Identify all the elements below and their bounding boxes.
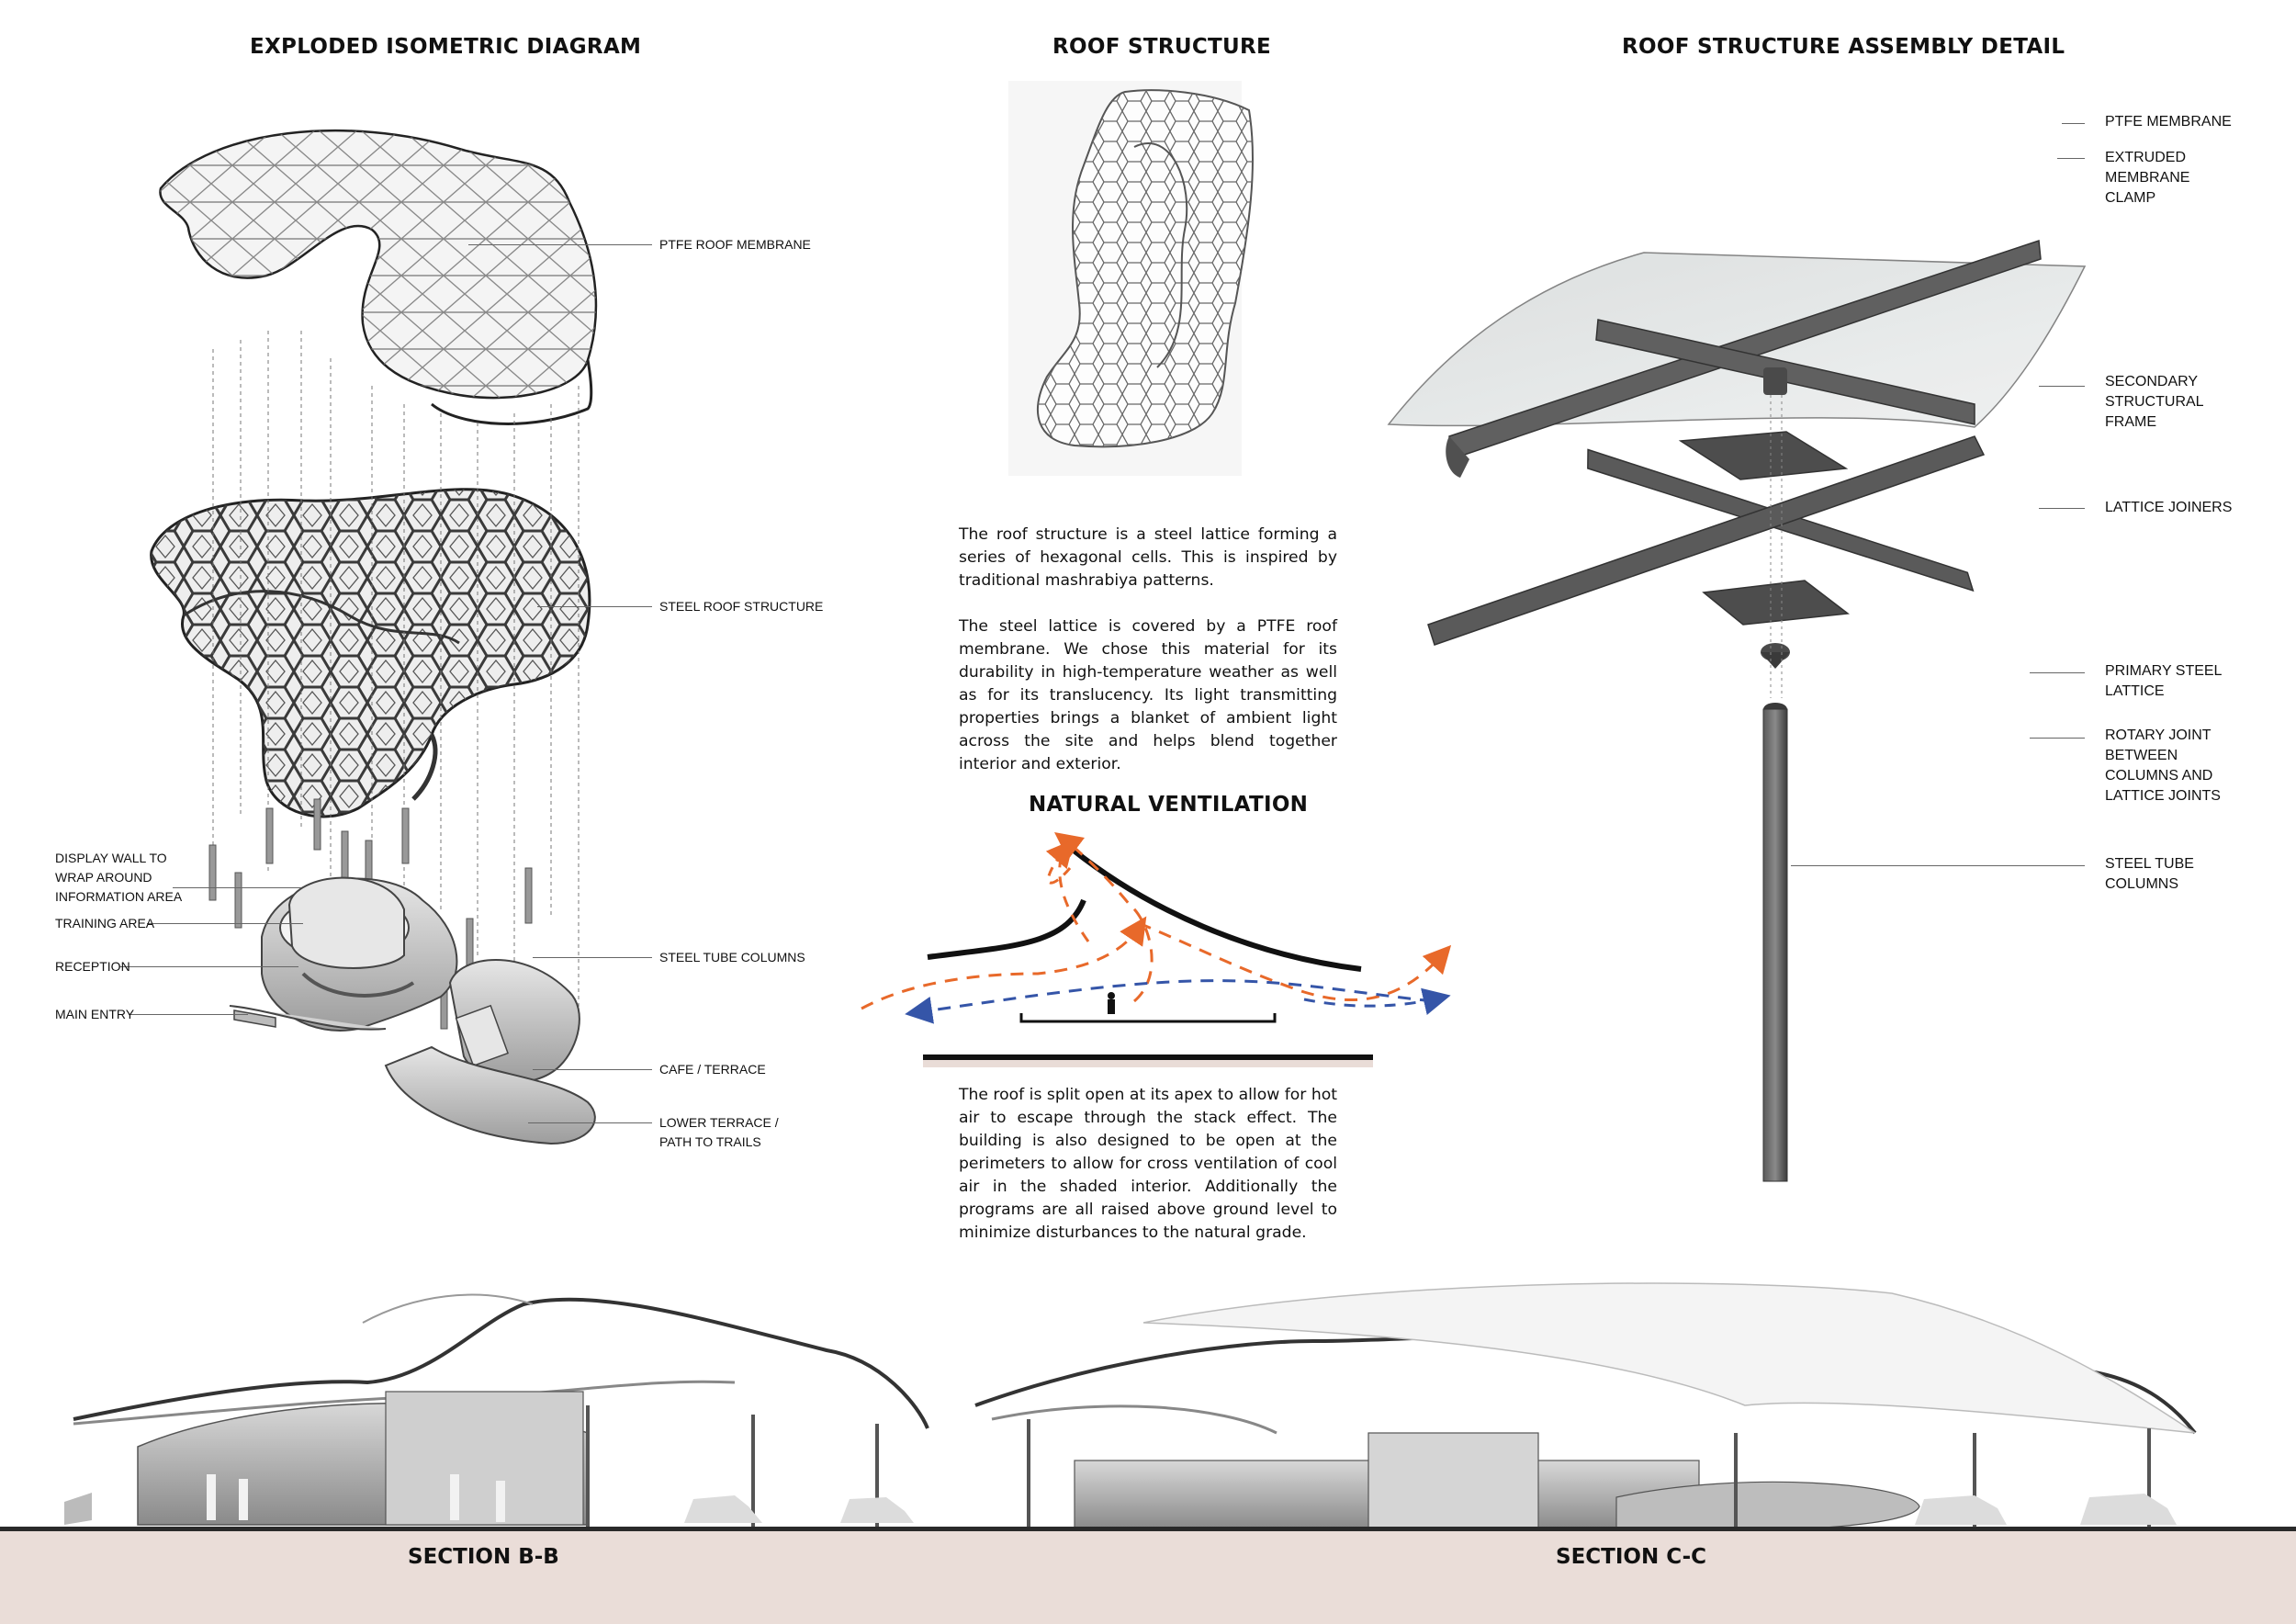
leader-display-wall: [173, 887, 301, 888]
leader-training: [147, 923, 303, 924]
roof-structure-paragraph-1: The roof structure is a steel lattice fo…: [959, 525, 1337, 590]
leader-lattice-joiners: [2039, 508, 2085, 509]
label-steel-roof-structure: STEEL ROOF STRUCTURE: [659, 599, 824, 614]
steel-roof-structure-drawing: [150, 488, 591, 818]
label-ptfe-roof-membrane: PTFE ROOF MEMBRANE: [659, 237, 811, 252]
label-training-area: TRAINING AREA: [55, 916, 155, 930]
label-reception: RECEPTION: [55, 959, 130, 974]
label-steel-tube-columns: STEEL TUBE COLUMNS: [659, 950, 805, 964]
ventilation-title: NATURAL VENTILATION: [1029, 793, 1309, 817]
leader-rotary-joint: [2030, 738, 2085, 739]
roof-structure-paragraph-2: The steel lattice is covered by a PTFE r…: [959, 617, 1337, 773]
label-rotary-joint: ROTARY JOINT BETWEEN COLUMNS AND LATTICE…: [2105, 727, 2221, 804]
section-b-title: SECTION B-B: [408, 1545, 559, 1569]
leader-lower-terrace: [528, 1122, 652, 1123]
roof-structure-title: ROOF STRUCTURE: [1052, 35, 1272, 59]
section-c-title: SECTION C-C: [1556, 1545, 1707, 1569]
ptfe-roof-membrane-drawing: [159, 129, 598, 425]
roof-structure-plan: [1008, 81, 1255, 476]
section-c-drawing: [974, 1282, 2197, 1532]
ventilation-diagram: [861, 831, 1452, 1067]
leader-cafe: [533, 1069, 652, 1070]
label-display-wall: DISPLAY WALL TO WRAP AROUND INFORMATION …: [55, 851, 183, 904]
label-primary-lattice: PRIMARY STEEL LATTICE: [2105, 663, 2223, 699]
leader-main-entry: [129, 1014, 248, 1015]
leader-extruded-clamp: [2057, 158, 2085, 159]
assembly-drawing: [1387, 239, 2087, 1182]
ground-line: [0, 1527, 2296, 1532]
ventilation-paragraph: The roof is split open at its apex to al…: [959, 1086, 1337, 1242]
label-secondary-frame: SECONDARY STRUCTURAL FRAME: [2105, 374, 2204, 430]
ground-band: [0, 1531, 2296, 1624]
exploded-floors: [229, 876, 596, 1145]
person-figure: [1108, 992, 1115, 1014]
leader-ptfe-membrane: [2062, 123, 2085, 124]
label-lattice-joiners: LATTICE JOINERS: [2105, 500, 2233, 515]
label-main-entry: MAIN ENTRY: [55, 1007, 135, 1021]
leader-secondary-frame: [2039, 386, 2085, 387]
section-b-drawing: [64, 1293, 929, 1527]
leader-steel-tube: [1791, 865, 2085, 866]
exploded-columns: [208, 798, 533, 1030]
leader-reception: [119, 966, 298, 967]
leader-ptfe-roof: [468, 244, 652, 245]
leader-primary-lattice: [2030, 672, 2085, 673]
exploded-diagram-title: EXPLODED ISOMETRIC DIAGRAM: [250, 35, 642, 59]
label-ptfe-membrane: PTFE MEMBRANE: [2105, 114, 2232, 130]
leader-steel-roof: [537, 606, 652, 607]
label-lower-terrace: LOWER TERRACE / PATH TO TRAILS: [659, 1115, 779, 1149]
label-cafe-terrace: CAFE / TERRACE: [659, 1062, 766, 1077]
assembly-detail-title: ROOF STRUCTURE ASSEMBLY DETAIL: [1622, 35, 2065, 59]
leader-columns: [533, 957, 652, 958]
label-extruded-clamp: EXTRUDED MEMBRANE CLAMP: [2105, 150, 2190, 206]
exploded-drop-lines: [212, 331, 580, 1029]
label-steel-tube-columns-detail: STEEL TUBE COLUMNS: [2105, 856, 2194, 892]
